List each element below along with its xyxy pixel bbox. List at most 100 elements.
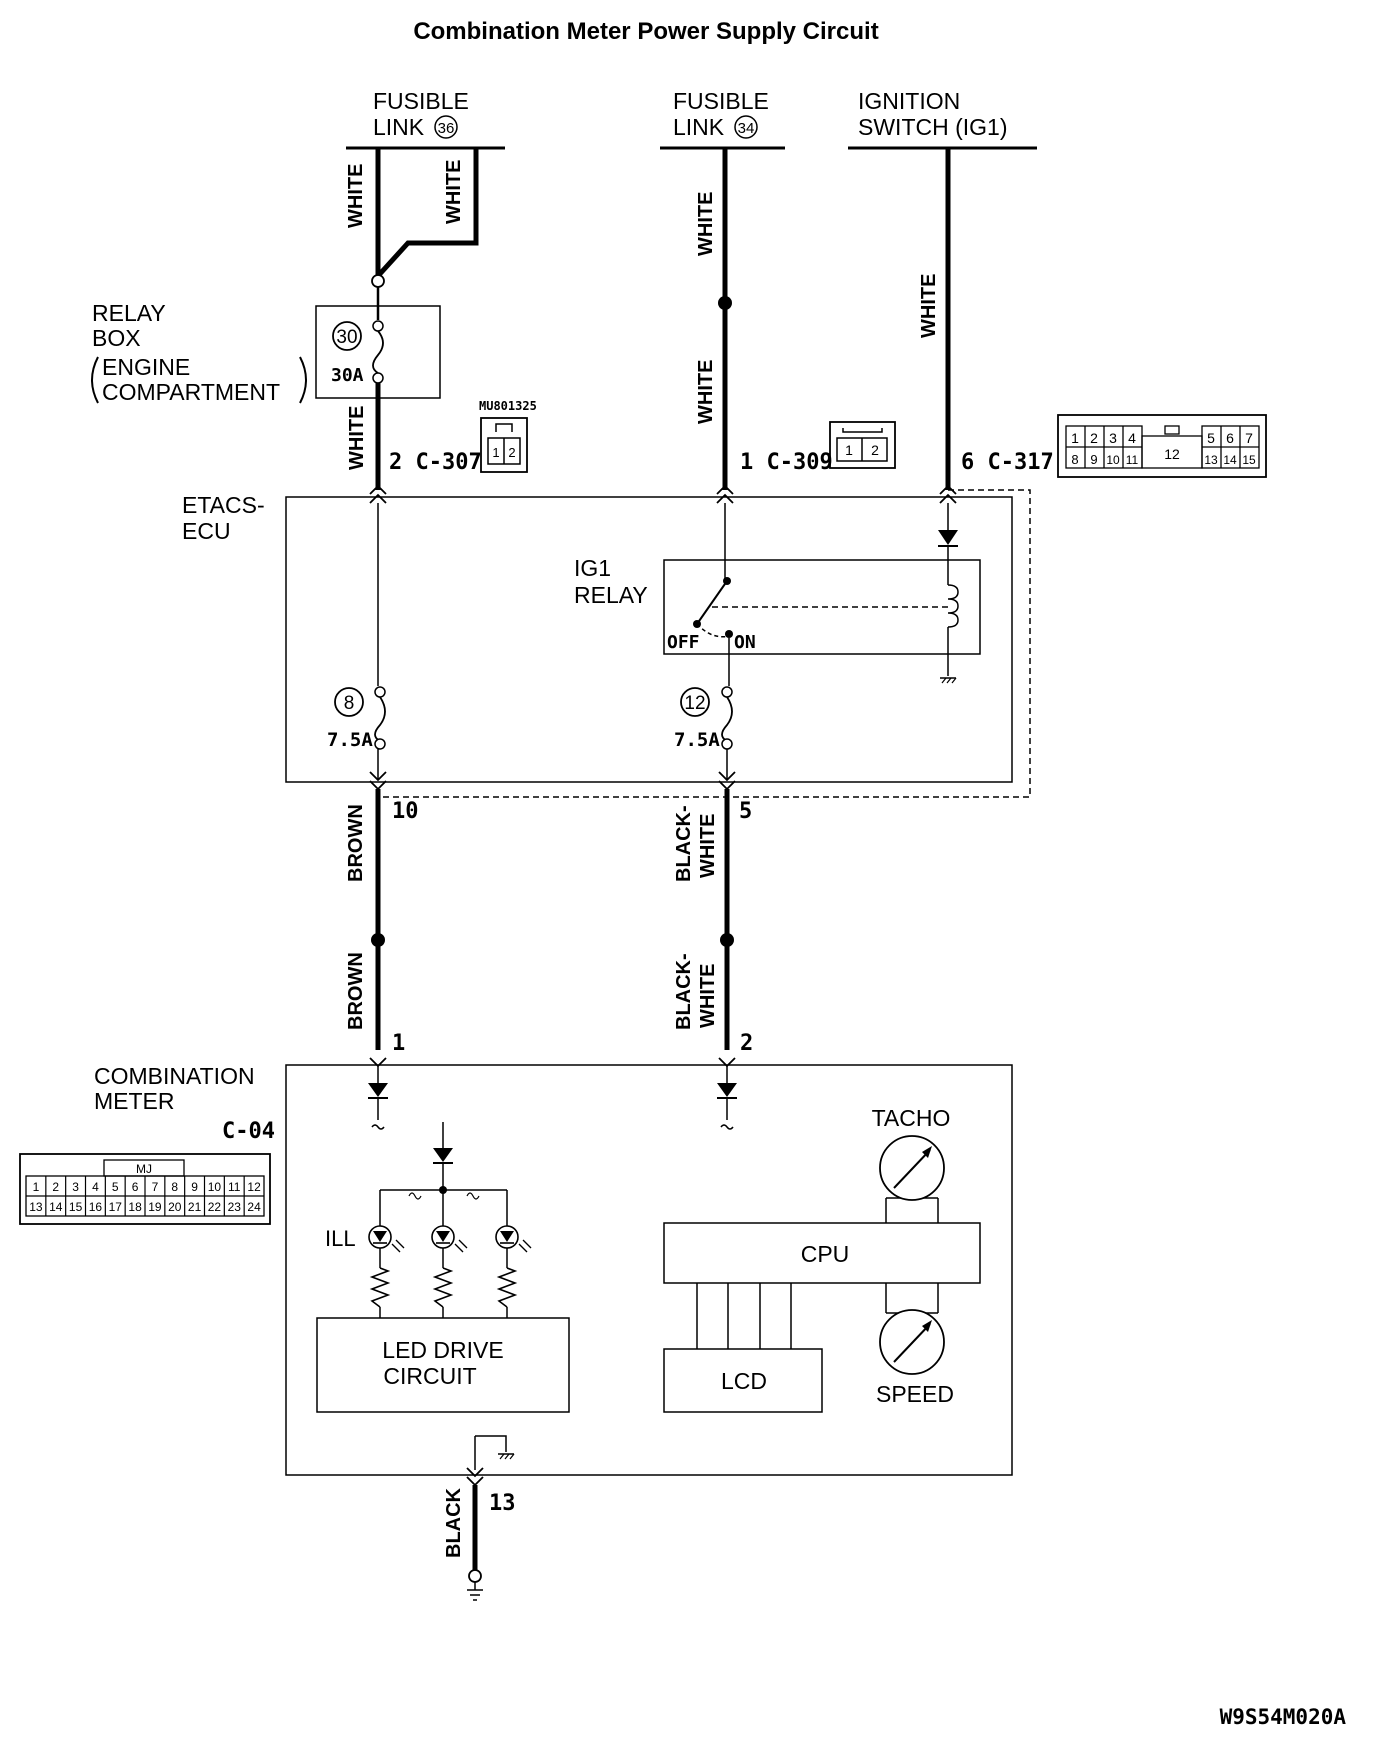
svg-text:14: 14: [1223, 453, 1237, 467]
connector-pin-number: 8: [171, 1180, 178, 1194]
svg-text:7.5A: 7.5A: [674, 729, 720, 751]
wire-color-white: WHITE: [346, 406, 368, 470]
fuse-8: 8 7.5A: [327, 686, 386, 751]
cpu-label: CPU: [801, 1241, 850, 1267]
wire-color-brown: BROWN: [345, 952, 367, 1030]
svg-text:36: 36: [438, 120, 455, 137]
wire-color-white: WHITE: [695, 360, 717, 424]
connector-pin-number: 24: [247, 1200, 261, 1214]
wire-color-black: BLACK: [443, 1487, 465, 1558]
meter-pin-1: 1: [392, 1031, 405, 1056]
meter-pin-2: 2: [740, 1031, 753, 1056]
svg-text:10: 10: [1106, 453, 1120, 467]
cpu-box: [663, 1222, 981, 1284]
svg-text:SWITCH (IG1): SWITCH (IG1): [858, 114, 1008, 140]
etacs-pin-5: 5: [739, 799, 752, 824]
connector-pin-number: 17: [109, 1200, 123, 1214]
svg-text:LINK: LINK: [373, 114, 425, 140]
connector-c04-label: C-04: [222, 1119, 275, 1144]
connector-pin-number: 1: [33, 1180, 40, 1194]
svg-text:WHITE: WHITE: [697, 964, 719, 1028]
tacho-label: TACHO: [872, 1105, 951, 1131]
connector-pin-number: 4: [92, 1180, 99, 1194]
ignition-switch-label: IGNITION SWITCH (IG1): [848, 88, 1037, 150]
ig1-relay-switch: OFF ON: [667, 577, 948, 653]
lcd-box: [663, 1348, 823, 1413]
svg-text:7: 7: [1245, 430, 1253, 446]
ill-led-bank: [379, 1122, 508, 1226]
connector-pin-number: 10: [208, 1180, 222, 1194]
connector-pins-ecu-bottom: [369, 771, 736, 791]
etacs-ecu-outline: [285, 496, 1013, 783]
led-with-resistor: [368, 1225, 405, 1318]
connector-pin-number: 7: [152, 1180, 159, 1194]
connector-pin-number: 12: [247, 1180, 261, 1194]
connector-pin-number: 22: [208, 1200, 222, 1214]
combination-meter-outline: [285, 1064, 1013, 1476]
wire-color-black-white: BLACK- WHITE: [673, 953, 719, 1030]
ig1-relay-coil: [938, 503, 959, 684]
connector-c317-label: 6 C-317: [961, 450, 1054, 475]
connector-pin-number: 5: [112, 1180, 119, 1194]
fuse-30: 30 30A: [331, 320, 384, 386]
led-drive-circuit-box: [316, 1317, 570, 1413]
svg-text:MJ: MJ: [136, 1162, 152, 1176]
meter-internal-ground: [466, 1435, 515, 1487]
connector-pin-number: 2: [52, 1180, 59, 1194]
ill-label: ILL: [325, 1226, 356, 1251]
meter-input-pins: [368, 1057, 737, 1130]
svg-text:30A: 30A: [331, 365, 364, 386]
wire-color-white: WHITE: [345, 164, 367, 228]
connector-pin-number: 13: [29, 1200, 43, 1214]
connector-pin-number: 9: [191, 1180, 198, 1194]
figure-code: W9S54M020A: [1220, 1705, 1347, 1729]
fuse-12: 12 7.5A: [674, 686, 733, 751]
etacs-ecu-label: ECU: [182, 518, 231, 544]
svg-text:34: 34: [738, 120, 755, 137]
led-column-group: [368, 1225, 532, 1318]
combination-meter-label: METER: [94, 1088, 175, 1114]
etacs-pin-10: 10: [392, 799, 419, 824]
connector-pin-number: 16: [89, 1200, 103, 1214]
svg-text:BLACK-: BLACK-: [673, 953, 695, 1030]
svg-text:5: 5: [1207, 430, 1215, 446]
svg-text:8: 8: [344, 693, 355, 714]
svg-text:FUSIBLE: FUSIBLE: [673, 88, 769, 114]
led-with-resistor: [431, 1225, 468, 1318]
splice-point: [720, 933, 734, 947]
connector-pin-number: 14: [49, 1200, 63, 1214]
svg-text:IGNITION: IGNITION: [858, 88, 960, 114]
connector-pin-number: 6: [132, 1180, 139, 1194]
etacs-shield-dashed: [378, 489, 1031, 798]
svg-text:3: 3: [1109, 430, 1117, 446]
svg-text:FUSIBLE: FUSIBLE: [373, 88, 469, 114]
svg-text:2: 2: [508, 445, 515, 460]
cpu-lcd-bus: [696, 1283, 792, 1349]
led-drive-label: LED DRIVE: [382, 1337, 503, 1363]
fusible-link-34-label: FUSIBLE LINK 34: [660, 88, 785, 150]
wire-color-white: WHITE: [443, 160, 465, 224]
led-with-resistor: [495, 1225, 532, 1318]
connector-pin-number: 15: [69, 1200, 83, 1214]
svg-text:WHITE: WHITE: [697, 814, 719, 878]
connector-pin-number: 11: [228, 1180, 241, 1194]
connector-c307-label: 2 C-307: [389, 450, 482, 475]
ig1-relay-outline: [663, 559, 981, 655]
wire-color-black-white: BLACK- WHITE: [673, 805, 719, 882]
connector-pin-number: 18: [128, 1200, 142, 1214]
connector-c317-face: 1 2 3 4 8 9 10 11 12 5 6 7 13 14 15: [1057, 414, 1267, 478]
connector-pin-number: 23: [228, 1200, 242, 1214]
ground-symbol: [467, 1569, 483, 1601]
fusible-36-wires: [371, 148, 479, 320]
svg-text:9: 9: [1090, 452, 1097, 467]
svg-text:RELAY: RELAY: [92, 300, 166, 326]
splice-point: [371, 933, 385, 947]
svg-text:2: 2: [1090, 430, 1098, 446]
connector-c309-label: 1 C-309: [740, 450, 833, 475]
svg-text:1: 1: [845, 442, 853, 458]
ig1-relay-label: IG1: [574, 555, 611, 581]
splice-point: [718, 296, 732, 310]
svg-text:15: 15: [1242, 453, 1256, 467]
